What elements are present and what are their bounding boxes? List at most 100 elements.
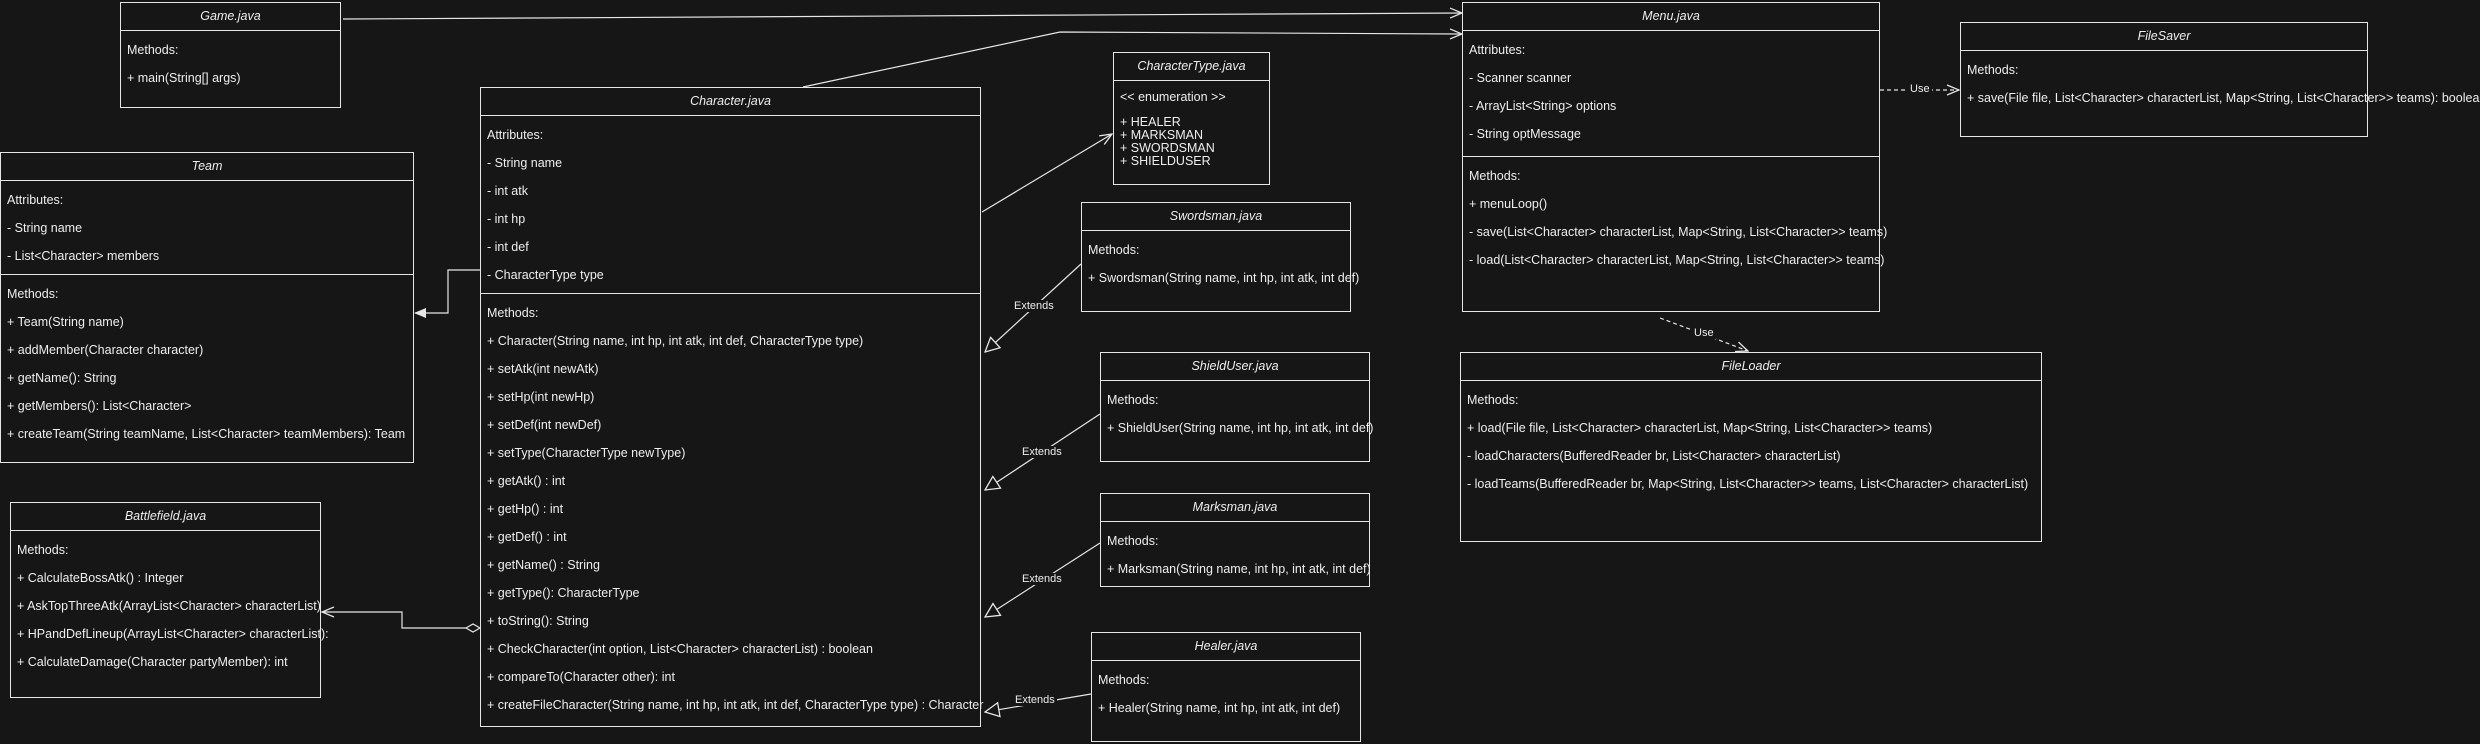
method-item: + compareTo(Character other): int xyxy=(487,670,675,684)
attribute-item: - String name xyxy=(7,221,83,235)
healer-extends-label: Extends xyxy=(1013,694,1057,706)
attributes-section: Attributes: - Scanner scanner - ArrayLis… xyxy=(1463,31,1879,157)
method-item: + getName(): String xyxy=(7,371,117,385)
class-battlefield: Battlefield.java Methods: + CalculateBos… xyxy=(10,502,329,698)
enum-value: + MARKSMAN xyxy=(1120,128,1204,142)
section-header: Attributes: xyxy=(1469,43,1526,57)
attribute-item: - CharacterType type xyxy=(487,268,604,282)
class-swordsman: Swordsman.java Methods: + Swordsman(Stri… xyxy=(1081,202,1360,312)
method-item: - load(List<Character> characterList, Ma… xyxy=(1469,253,1885,267)
section-header: Methods: xyxy=(1088,243,1140,257)
class-title: Swordsman.java xyxy=(1082,203,1350,231)
attribute-item: - int def xyxy=(487,240,529,254)
enum-section: << enumeration >> + HEALER + MARKSMAN + … xyxy=(1114,81,1269,172)
method-item: + Swordsman(String name, int hp, int atk… xyxy=(1088,271,1360,285)
class-title: FileSaver xyxy=(1961,23,2367,51)
battlefield-aggregation xyxy=(322,612,480,628)
attribute-item: - List<Character> members xyxy=(7,249,160,263)
methods-section: Methods: + Team(String name) + addMember… xyxy=(1,275,413,452)
section-header: Methods: xyxy=(1967,63,2019,77)
character-to-menu-arrow xyxy=(802,32,1462,88)
methods-section: Methods: + Healer(String name, int hp, i… xyxy=(1092,661,1360,726)
class-character: Character.java Attributes: - String name… xyxy=(480,87,984,727)
method-item: - save(List<Character> characterList, Ma… xyxy=(1469,225,1888,239)
method-item: + getHp() : int xyxy=(487,502,564,516)
method-item: + setAtk(int newAtk) xyxy=(487,362,599,376)
attribute-item: - int atk xyxy=(487,184,528,198)
method-item: + Team(String name) xyxy=(7,315,124,329)
menu-use-fileloader-arrow xyxy=(1659,317,1748,351)
section-header: Methods: xyxy=(1107,534,1159,548)
method-item: + setType(CharacterType newType) xyxy=(487,446,686,460)
section-header: Methods: xyxy=(487,306,539,320)
section-header: Methods: xyxy=(7,287,59,301)
attribute-item: - Scanner scanner xyxy=(1469,71,1572,85)
enum-value: + SWORDSMAN xyxy=(1120,141,1215,155)
methods-section: Methods: + ShieldUser(String name, int h… xyxy=(1101,381,1373,446)
method-item: + AskTopThreeAtk(ArrayList<Character> ch… xyxy=(17,599,321,613)
method-item: + toString(): String xyxy=(487,614,589,628)
section-header: Attributes: xyxy=(7,193,64,207)
method-item: + CalculateBossAtk() : Integer xyxy=(17,571,184,585)
class-title: Healer.java xyxy=(1092,633,1360,661)
class-charactertype: CharacterType.java << enumeration >> + H… xyxy=(1113,52,1270,185)
attributes-section: Attributes: - String name - int atk - in… xyxy=(481,116,980,294)
method-item: + HPandDefLineup(ArrayList<Character> ch… xyxy=(17,627,329,641)
methods-section: Methods: + Marksman(String name, int hp,… xyxy=(1101,522,1371,587)
section-header: Methods: xyxy=(1107,393,1159,407)
section-header: Methods: xyxy=(1469,169,1521,183)
method-item: + setDef(int newDef) xyxy=(487,418,602,432)
section-header: Methods: xyxy=(17,543,69,557)
class-team: Team Attributes: - String name - List<Ch… xyxy=(0,152,414,463)
class-healer: Healer.java Methods: + Healer(String nam… xyxy=(1091,632,1361,742)
method-item: + addMember(Character character) xyxy=(7,343,204,357)
methods-section: Methods: + CalculateBossAtk() : Integer … xyxy=(11,531,329,680)
method-item: + createFileCharacter(String name, int h… xyxy=(487,698,984,712)
methods-section: Methods: + Character(String name, int hp… xyxy=(481,294,984,723)
methods-section: Methods: + load(File file, List<Characte… xyxy=(1461,381,2041,502)
class-title: CharacterType.java xyxy=(1114,53,1269,81)
method-item: + setHp(int newHp) xyxy=(487,390,595,404)
method-item: + Marksman(String name, int hp, int atk,… xyxy=(1107,562,1371,576)
class-marksman: Marksman.java Methods: + Marksman(String… xyxy=(1100,493,1371,587)
section-header: Methods: xyxy=(1098,673,1150,687)
swordsman-extends-label: Extends xyxy=(1012,300,1056,312)
class-menu: Menu.java Attributes: - Scanner scanner … xyxy=(1462,2,1888,312)
enum-value: + SHIELDUSER xyxy=(1120,154,1211,168)
game-to-menu-arrow xyxy=(342,13,1462,20)
methods-section: Methods: + save(File file, List<Characte… xyxy=(1961,51,2480,116)
methods-section: Methods: + main(String[] args) xyxy=(121,31,340,96)
character-to-team-arrow xyxy=(414,269,480,318)
section-header: Methods: xyxy=(127,43,179,57)
method-item: + getMembers(): List<Character> xyxy=(7,399,192,413)
method-item: + save(File file, List<Character> charac… xyxy=(1967,91,2480,105)
class-shielduser: ShieldUser.java Methods: + ShieldUser(St… xyxy=(1100,352,1373,462)
attributes-section: Attributes: - String name - List<Charact… xyxy=(1,181,413,275)
method-item: + load(File file, List<Character> charac… xyxy=(1467,421,1933,435)
method-item: - loadTeams(BufferedReader br, Map<Strin… xyxy=(1467,477,2029,491)
class-filesaver: FileSaver Methods: + save(File file, Lis… xyxy=(1960,22,2480,137)
enum-value: + HEALER xyxy=(1120,115,1181,129)
method-item: + CheckCharacter(int option, List<Charac… xyxy=(487,642,873,656)
method-item: + createTeam(String teamName, List<Chara… xyxy=(7,427,406,441)
class-title: Game.java xyxy=(121,3,340,31)
class-game: Game.java Methods: + main(String[] args) xyxy=(120,2,341,108)
shielduser-extends-label: Extends xyxy=(1020,446,1064,458)
method-item: + menuLoop() xyxy=(1469,197,1548,211)
methods-section: Methods: + Swordsman(String name, int hp… xyxy=(1082,231,1360,296)
attribute-item: - int hp xyxy=(487,212,526,226)
method-item: + getAtk() : int xyxy=(487,474,566,488)
attribute-item: - String name xyxy=(487,156,563,170)
filesaver-use-label: Use xyxy=(1908,83,1932,95)
class-title: FileLoader xyxy=(1461,353,2041,381)
class-fileloader: FileLoader Methods: + load(File file, Li… xyxy=(1460,352,2042,542)
method-item: + Healer(String name, int hp, int atk, i… xyxy=(1098,701,1341,715)
section-header: Methods: xyxy=(1467,393,1519,407)
character-to-type-arrow xyxy=(981,134,1112,213)
method-item: - loadCharacters(BufferedReader br, List… xyxy=(1467,449,1841,463)
fileloader-use-label: Use xyxy=(1692,327,1716,339)
method-item: + getName() : String xyxy=(487,558,600,572)
class-title: Team xyxy=(1,153,413,181)
attribute-item: - ArrayList<String> options xyxy=(1469,99,1617,113)
enum-stereotype: << enumeration >> xyxy=(1120,90,1226,104)
